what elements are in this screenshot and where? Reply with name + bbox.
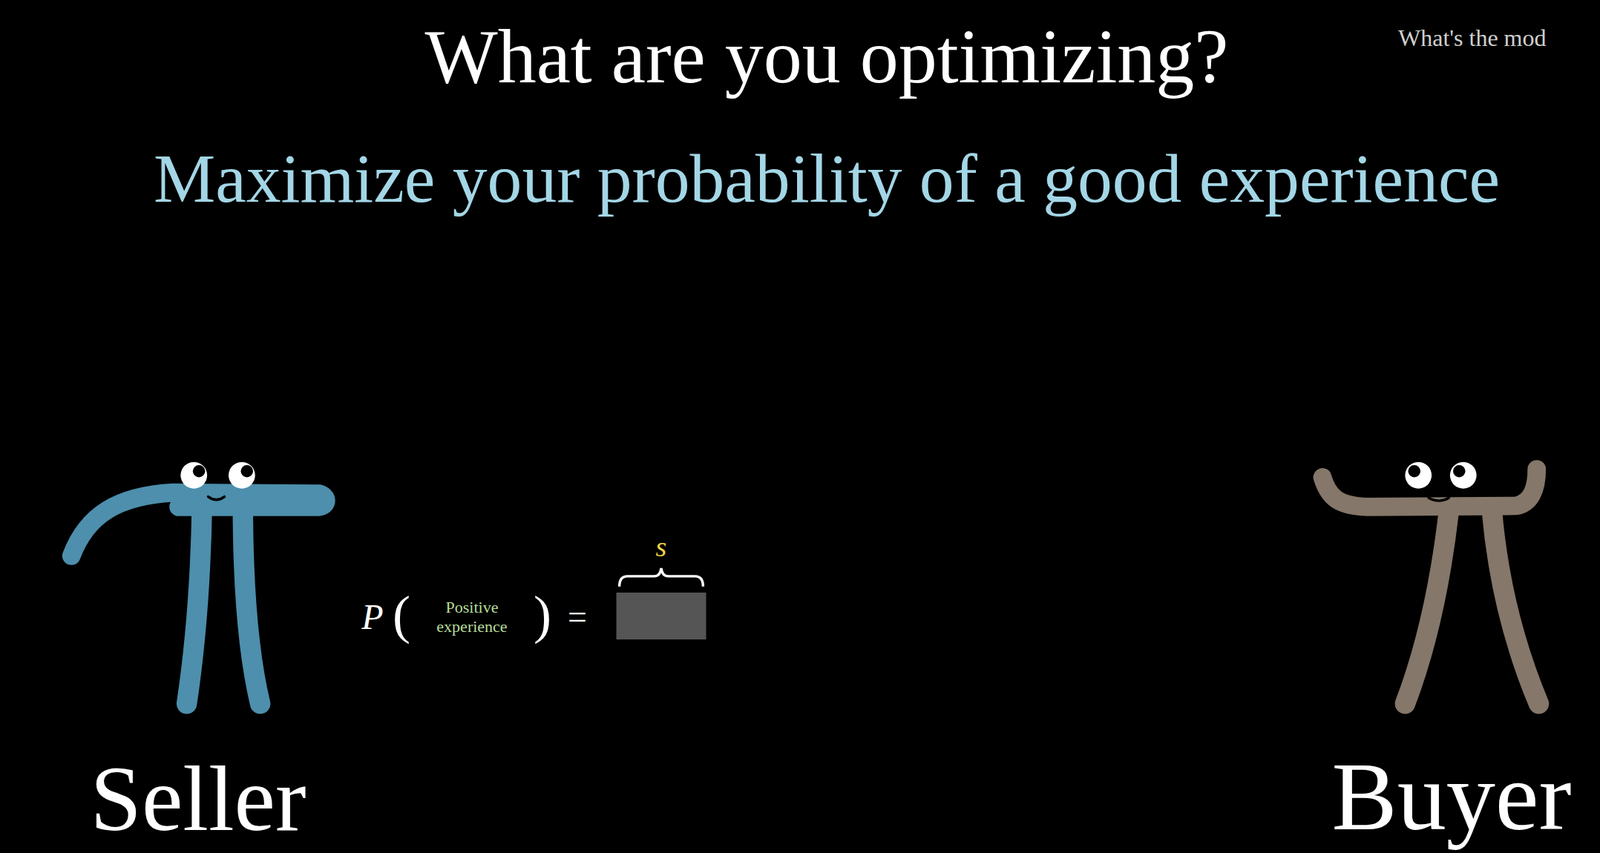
probability-symbol: P	[361, 598, 383, 638]
equals-sign: =	[567, 598, 588, 637]
title: What are you optimizing?	[425, 14, 1229, 99]
grey-box	[616, 592, 707, 640]
role-label: Seller	[90, 748, 307, 851]
parenthesis: )	[533, 586, 552, 645]
buyer-pi-creature	[1322, 462, 1540, 705]
event-label: Positive experience	[412, 598, 532, 638]
variable-label: s	[656, 532, 668, 564]
parenthesis: (	[392, 586, 411, 645]
subtitle: Maximize your probability of a good expe…	[153, 141, 1500, 218]
role-label: Buyer	[1332, 742, 1572, 851]
seller-pi-creature	[71, 462, 326, 705]
brace	[619, 568, 704, 588]
corner-note: What's the mod	[1398, 25, 1547, 52]
